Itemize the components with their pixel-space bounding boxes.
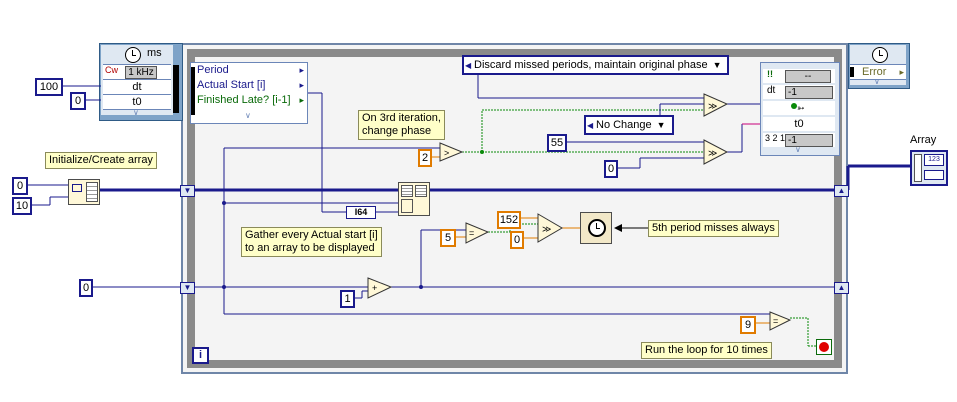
shift-register-left-array[interactable]: ▼ (180, 185, 195, 197)
iteration-2-constant[interactable]: 2 (418, 149, 432, 167)
unit-label: ms (147, 47, 162, 59)
expand-chevron-icon[interactable]: ∨ (874, 77, 880, 86)
t0-row[interactable]: t0 (103, 94, 171, 110)
arrow-head (614, 224, 622, 232)
stop-terminal[interactable] (816, 339, 832, 355)
iteration-9-constant[interactable]: 9 (740, 316, 756, 334)
array-indicator[interactable]: 123 (910, 150, 948, 186)
iteration-5-constant[interactable]: 5 (440, 229, 456, 247)
right-row-t0[interactable]: t0 (763, 117, 835, 131)
i64-conversion-function[interactable]: I64 (346, 206, 376, 219)
loop-left-data-node[interactable]: Period▸ Actual Start [i]▸ Finished Late?… (190, 62, 308, 124)
shift-register-right-array[interactable]: ▲ (834, 185, 849, 197)
svg-text:≫: ≫ (708, 148, 717, 158)
expand-chevron-icon[interactable]: ∨ (795, 145, 801, 154)
right-row-1[interactable]: !! -- (763, 69, 835, 83)
source-prefix: Cw (105, 65, 118, 75)
source-row[interactable]: Cw 1 kHz (103, 64, 171, 79)
shift-register-right-counter[interactable]: ▲ (834, 282, 849, 294)
junction (222, 285, 226, 289)
timed-loop-output-panel: Error ▸ ∨ (850, 45, 906, 86)
boolean-icon (791, 103, 797, 109)
array-indicator-label: Array (910, 134, 937, 146)
wait-152-constant[interactable]: 152 (497, 211, 521, 229)
right-row-priority[interactable]: 3 2 1 -1 (763, 133, 835, 147)
stop-icon (819, 342, 829, 352)
increment-constant[interactable]: 1 (340, 290, 355, 308)
error-label: Error (862, 66, 887, 78)
equal-compare-5[interactable]: = (465, 222, 490, 244)
left-node-bar (173, 65, 179, 113)
fifth-period-note: 5th period misses always (648, 220, 779, 237)
actual-start-row[interactable]: Actual Start [i]▸ (197, 79, 304, 91)
init-value-constant[interactable]: 0 (12, 177, 28, 195)
clock-icon (588, 219, 606, 237)
third-iteration-note: On 3rd iteration, change phase (358, 110, 445, 140)
select-function-bottom[interactable]: ≫ (703, 139, 729, 165)
iteration-terminal[interactable]: i (192, 347, 209, 364)
select-function-top[interactable]: ≫ (703, 93, 729, 117)
discard-mode-dropdown[interactable]: ◀ Discard missed periods, maintain origi… (462, 55, 730, 75)
phase-mode-dropdown[interactable]: ◀ No Change▼ (584, 115, 674, 135)
gather-note: Gather every Actual start [i] to an arra… (241, 227, 382, 257)
zero-select-constant[interactable]: 0 (604, 160, 618, 178)
svg-text:=: = (773, 316, 778, 326)
add-function[interactable]: + (367, 277, 393, 299)
period-row[interactable]: Period▸ (197, 64, 304, 76)
error-row[interactable]: Error ▸ (850, 64, 906, 80)
svg-text:=: = (469, 228, 474, 238)
period-55-constant[interactable]: 55 (547, 134, 567, 152)
dt-row[interactable]: dt (103, 79, 171, 94)
counter-init-constant[interactable]: 0 (79, 279, 93, 297)
wait-0-constant[interactable]: 0 (510, 231, 524, 249)
t0-constant[interactable]: 0 (70, 92, 86, 110)
junction (480, 150, 484, 154)
svg-text:≫: ≫ (542, 224, 551, 234)
loop-right-data-node[interactable]: !! -- dt -1 ➳ t0 3 2 1 -1 ∨ (760, 62, 840, 156)
expand-chevron-icon[interactable]: ∨ (133, 108, 139, 117)
array-size-constant[interactable]: 10 (12, 197, 32, 215)
source-value: 1 kHz (125, 66, 157, 79)
loop-border (187, 49, 842, 368)
run-loop-note: Run the loop for 10 times (641, 342, 772, 359)
dt-constant[interactable]: 100 (35, 78, 63, 96)
equal-compare-9[interactable]: = (769, 311, 792, 331)
expand-chevron-icon[interactable]: ∨ (245, 111, 251, 120)
cursor-icon: ➳ (797, 103, 805, 113)
wait-ms-function[interactable] (580, 212, 612, 244)
build-array-function[interactable] (398, 182, 430, 216)
clock-icon (872, 47, 888, 63)
right-row-dt[interactable]: dt -1 (763, 85, 835, 99)
equal-compare-2[interactable]: > (439, 142, 464, 162)
junction (222, 201, 226, 205)
timed-loop-input-panel: ms Cw 1 kHz dt t0 ∨ (101, 45, 173, 117)
select-wait-function[interactable]: ≫ (537, 213, 563, 243)
initialize-array-function[interactable] (68, 179, 100, 205)
svg-text:+: + (372, 283, 377, 293)
shift-register-left-counter[interactable]: ▼ (180, 282, 195, 294)
svg-text:≫: ≫ (708, 101, 717, 111)
init-array-note: Initialize/Create array (45, 152, 157, 169)
finished-late-row[interactable]: Finished Late? [i-1]▸ (197, 94, 304, 106)
clock-icon (125, 47, 141, 63)
svg-text:>: > (444, 148, 449, 158)
right-row-phase[interactable]: ➳ (763, 101, 835, 115)
